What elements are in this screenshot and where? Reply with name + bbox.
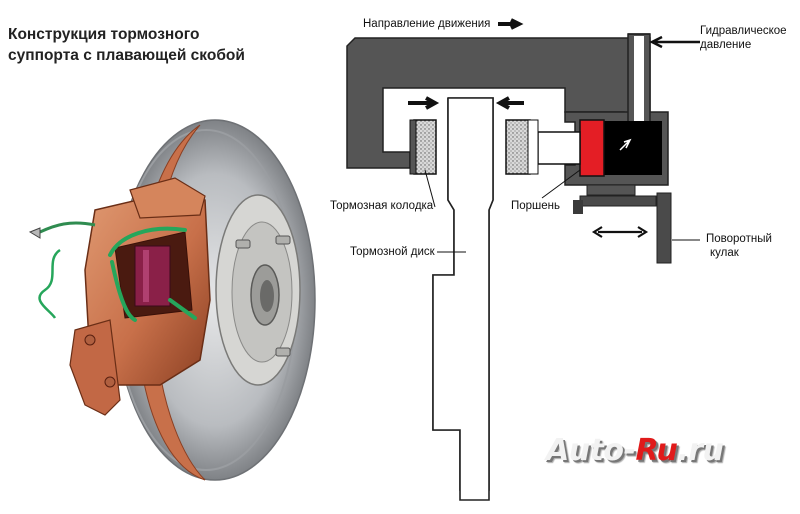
- steering-knuckle: [656, 192, 672, 264]
- watermark-logo: Auto-Ru.ru: [546, 433, 724, 468]
- wheel-studs: [235, 235, 291, 357]
- piston-rod: [537, 131, 581, 165]
- wheel-stud: [235, 239, 251, 249]
- hydraulic-channel: [634, 36, 644, 146]
- leader-brake-pad: [424, 169, 436, 208]
- hub-bore: [260, 280, 274, 312]
- slide-bolt: [573, 200, 583, 214]
- diagram-title: Конструкция тормозного суппорта с плаваю…: [8, 24, 298, 66]
- wheel-stud: [275, 347, 291, 357]
- pad-highlight: [143, 250, 149, 302]
- title-line-1: Конструкция тормозного: [8, 26, 200, 43]
- label-brake-disc: Тормозной диск: [350, 246, 435, 258]
- label-direction-of-travel: Направление движения: [363, 18, 491, 30]
- bleeder-spring: [38, 248, 61, 319]
- pressure-indicator-arrow: [619, 138, 632, 151]
- label-piston: Поршень: [511, 200, 561, 212]
- inner-pad-backing: [527, 119, 539, 175]
- label-hydraulic-pressure: Гидравлическое давление: [700, 24, 787, 52]
- guide-pin: [84, 334, 96, 346]
- caliper-bracket: [69, 319, 121, 416]
- disc-outline: [432, 97, 494, 501]
- label-steering-knuckle: Поворотный кулак: [706, 232, 772, 260]
- anti-rattle-spring: [108, 226, 197, 322]
- label-brake-pad: Тормозная колодка: [330, 200, 434, 212]
- watermark-part-1: Auto-: [546, 433, 636, 468]
- watermark-part-2: Ru: [635, 433, 678, 468]
- caliper-illustration: [28, 119, 316, 481]
- label-knuckle-line1: Поворотный: [706, 233, 772, 245]
- piston: [579, 119, 605, 177]
- caliper-schematic: [346, 18, 700, 501]
- watermark-part-3: .ru: [677, 433, 724, 468]
- pad-arrow-left: [408, 96, 440, 110]
- pad-arrow-right: [495, 96, 524, 110]
- title-line-2: суппорта с плавающей скобой: [8, 47, 245, 64]
- hose-fitting: [28, 227, 41, 239]
- brake-hose: [39, 221, 96, 234]
- inner-brake-pad: [505, 119, 531, 175]
- caliper-float-arrow: [591, 226, 649, 238]
- caliper-slide: [579, 195, 657, 207]
- caliper-top-ear: [129, 177, 206, 219]
- leader-piston: [541, 169, 581, 199]
- guide-pin: [104, 376, 116, 388]
- label-hydraulic-line1: Гидравлическое: [700, 25, 787, 37]
- caliper-mount-plate: [586, 184, 636, 196]
- fluid-chamber: [602, 121, 662, 175]
- outer-pad-backing: [409, 119, 417, 175]
- label-knuckle-line2: кулак: [710, 247, 739, 259]
- hydraulic-pressure-arrow: [649, 35, 700, 49]
- outer-brake-pad: [413, 119, 437, 175]
- direction-of-travel-arrow: [498, 18, 524, 30]
- label-hydraulic-line2: давление: [700, 39, 752, 51]
- brake-pad-illustration: [134, 245, 171, 307]
- wheel-stud: [275, 235, 291, 245]
